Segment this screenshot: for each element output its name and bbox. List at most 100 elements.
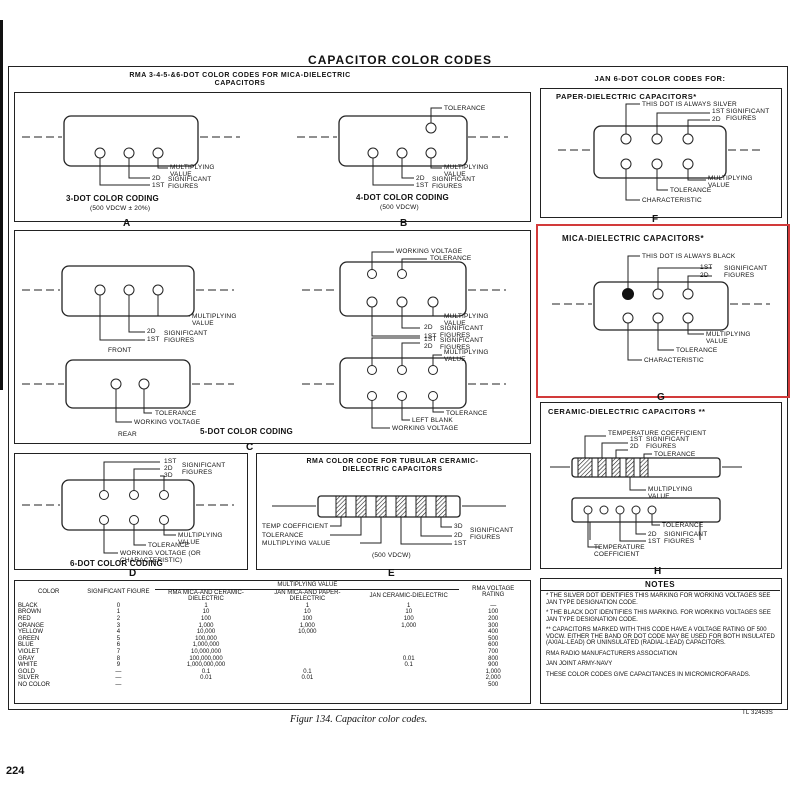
table-cell: SILVER — [18, 675, 39, 682]
page-title: CAPACITOR COLOR CODES — [308, 53, 492, 67]
c-right-sig2b: 2D — [424, 343, 433, 350]
table-cell: 10 — [202, 609, 210, 616]
d-sig2: 2D — [164, 465, 173, 472]
table-cell: 100,000 — [195, 635, 217, 642]
rma-header: RMA 3-4-5-&6-DOT COLOR CODES FOR MICA-DI… — [129, 72, 351, 87]
th-mult: MULTIPLYING VALUE — [155, 582, 460, 590]
table-cell — [358, 669, 459, 676]
d-mult: MULTIPLYING VALUE — [178, 532, 223, 546]
notes-frame — [540, 578, 782, 704]
b-sigf: SIGNIFICANT FIGURES — [432, 176, 476, 190]
notes-body: * THE SILVER DOT IDENTIFIES THIS MARKING… — [546, 593, 776, 682]
panel-f-frame — [540, 88, 782, 218]
table-cell: 0.01 — [301, 675, 314, 682]
table-cell — [358, 675, 459, 682]
table-cell: GOLD — [18, 668, 36, 675]
table-cell: YELLOW — [18, 629, 44, 636]
table-cell: 100 — [488, 609, 499, 616]
table-cell: 0.01 — [200, 675, 212, 682]
d-sig3: 3D — [164, 472, 173, 479]
th-color: COLOR — [38, 589, 60, 596]
table-cell: WHITE — [18, 662, 38, 669]
table-cell: 100 — [302, 615, 313, 622]
table-cell — [155, 682, 256, 689]
f-sigf: SIGNIFICANT FIGURES — [726, 108, 770, 122]
panel-g-letter: G — [657, 392, 665, 403]
panel-f-letter: F — [652, 214, 659, 225]
f-header: PAPER-DIELECTRIC CAPACITORS* — [556, 92, 697, 101]
a-sig1: 1ST — [152, 182, 165, 189]
th-janmp: JAN MICA-AND PAPER-DIELECTRIC — [274, 589, 341, 603]
panel-c-letter: C — [246, 442, 254, 453]
c-right-sig1b: 1ST — [424, 336, 437, 343]
table-cell: 0.1 — [303, 668, 312, 675]
a-mult-label: MULTIPLYING VALUE — [170, 164, 215, 178]
f-header-star: * — [693, 92, 697, 101]
d-tol: TOLERANCE — [148, 542, 190, 549]
table-cell — [257, 662, 358, 669]
color-code-table: COLOR SIGNIFICANT FIGURE MULTIPLYING VAL… — [16, 582, 527, 689]
f-mult: MULTIPLYING VALUE — [708, 175, 753, 189]
f-sig1: 1ST — [712, 108, 725, 115]
table-cell: ORANGE — [18, 622, 45, 629]
g-mult: MULTIPLYING VALUE — [706, 331, 751, 345]
g-header-text: MICA-DIELECTRIC CAPACITORS — [562, 234, 701, 243]
outer-frame — [8, 66, 788, 710]
panel-g-frame — [536, 224, 790, 398]
table-cell: 1,000 — [299, 622, 315, 629]
h-sig2b: 2D — [648, 531, 657, 538]
table-cell: 100 — [403, 615, 414, 622]
table-cell: 10,000,000 — [191, 648, 222, 655]
table-row: NO COLOR—500 — [16, 682, 527, 689]
h-sigf: SIGNIFICANT FIGURES — [646, 436, 690, 450]
table-cell: BROWN — [18, 609, 41, 616]
c-caption: 5-DOT COLOR CODING — [200, 427, 293, 436]
d-caption: 6-DOT COLOR CODING — [70, 559, 163, 568]
table-cell: 1,000 — [198, 622, 214, 629]
th-rma: RMA MICA-AND CERAMIC-DIELECTRIC — [168, 589, 244, 603]
table-cell: 400 — [488, 629, 499, 636]
c-right-mult: MULTIPLYING VALUE — [444, 313, 489, 327]
e-sig1: 1ST — [454, 540, 467, 547]
h-header: CERAMIC-DIELECTRIC CAPACITORS ** — [548, 407, 705, 416]
table-cell: 300 — [488, 622, 499, 629]
th-volt: RMA VOLTAGE RATING — [472, 585, 515, 599]
notes-header: NOTES — [540, 580, 780, 591]
c-rear-label: REAR — [118, 431, 137, 438]
table-cell: 10,000 — [196, 629, 216, 636]
table-cell: 10 — [405, 609, 413, 616]
note-1: * THE SILVER DOT IDENTIFIES THIS MARKING… — [546, 593, 771, 606]
table-cell: 600 — [488, 642, 499, 649]
table-cell: 100,000,000 — [189, 655, 223, 662]
panel-d-frame — [14, 453, 248, 570]
g-char: CHARACTERISTIC — [644, 357, 704, 364]
c-right-sigf: SIGNIFICANT FIGURES — [440, 325, 484, 339]
table-cell — [358, 649, 459, 656]
th-jancer: JAN CERAMIC-DIELECTRIC — [369, 592, 448, 599]
c-right-tol: TOLERANCE — [430, 255, 472, 262]
table-cell: GRAY — [18, 655, 35, 662]
b-caption: 4-DOT COLOR CODING — [356, 193, 449, 202]
table-cell: 1,000,000 — [192, 642, 220, 649]
c-front-mult: MULTIPLYING VALUE — [192, 313, 237, 327]
g-sigf: SIGNIFICANT FIGURES — [724, 265, 768, 279]
b-mult: MULTIPLYING VALUE — [444, 164, 489, 178]
panel-e-letter: E — [388, 568, 395, 579]
g-sig1: 1ST — [700, 264, 713, 271]
figure-caption: Figur 134. Capacitor color codes. — [290, 714, 428, 725]
c-right-sig1: 1ST — [424, 333, 437, 340]
e-tol: TOLERANCE — [262, 532, 304, 539]
a-caption: 3-DOT COLOR CODING — [66, 194, 159, 203]
table-cell: 900 — [488, 662, 499, 669]
table-cell: 5 — [116, 635, 121, 642]
table-cell: 10 — [304, 609, 311, 616]
table-cell: BLACK — [18, 602, 38, 609]
table-cell: 2,000 — [485, 675, 501, 682]
table-cell: VIOLET — [18, 648, 40, 655]
